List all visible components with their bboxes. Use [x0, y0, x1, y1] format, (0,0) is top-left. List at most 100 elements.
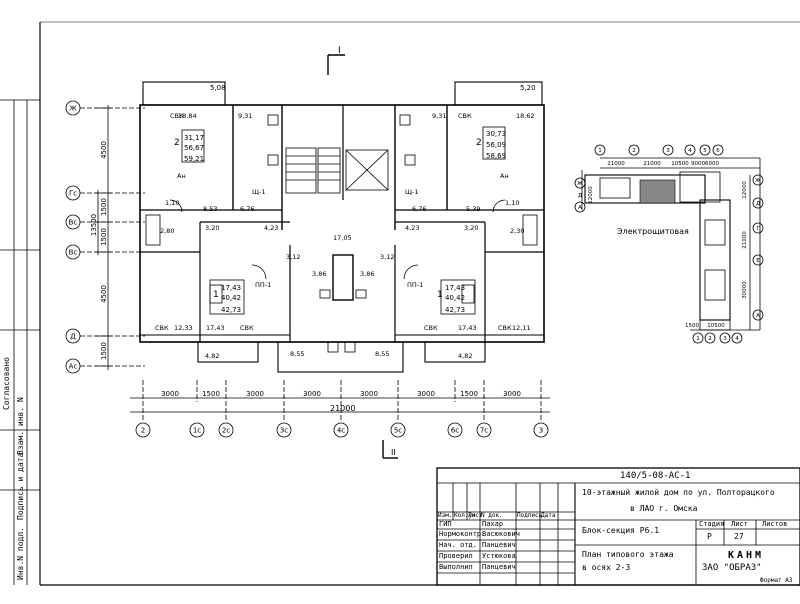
project-line-2: в ЛАО г. Омска [630, 504, 698, 513]
key-axis-left-1: Д [578, 193, 583, 199]
dim-left-0: 4500 [100, 141, 108, 159]
dim-bottom-1: 1500 [202, 390, 220, 398]
dim-bottom-0: 3000 [161, 390, 179, 398]
sheet-label: Лист [731, 520, 748, 528]
tb-role: ГИП [439, 520, 452, 528]
key-axis-top-4: 5 [703, 148, 707, 154]
total-dimension: 21000 [330, 404, 355, 413]
room-label-30: 4,82 [458, 352, 472, 360]
room-label-27: СВК [498, 324, 512, 332]
room-label-18: 3,12 [380, 253, 394, 261]
room-label-7: 6,76 [240, 205, 254, 213]
dim-left-3: 13500 [90, 214, 98, 236]
room-label-8: 6,76 [412, 205, 426, 213]
project-line-1: 10-этажный жилой дом по ул. Полторацкого [582, 488, 775, 497]
axis-left-4: Д [70, 333, 76, 341]
key-top-dim-4: 6000 [705, 161, 719, 167]
dim-left-2: 1500 [100, 228, 108, 246]
apt-br-b: 40,42 [445, 294, 465, 302]
stage-value: Р [707, 532, 712, 541]
room-label-4: СВК [458, 112, 472, 120]
key-right-dim-1: 21000 [742, 231, 748, 249]
tb-header-col: Дата [541, 512, 556, 519]
room-label-9: 5,39 [466, 205, 480, 213]
tb-role: Нормоконтр. [439, 530, 486, 538]
axis-left-0: Ж [69, 105, 77, 113]
tb-header-col: Изм. [438, 512, 453, 519]
key-top-dim-2: 10500 [671, 161, 689, 167]
dim-bottom-4: 3000 [360, 390, 378, 398]
key-axis-bottom-2: 3 [723, 336, 727, 342]
room-label-25: СВК [424, 324, 438, 332]
key-axis-left-2: А [578, 205, 582, 211]
room-label-1: 18,84 [178, 112, 197, 120]
room-label-34: Ан [500, 172, 509, 180]
plan-labels: I II 5,08 5,20 21000 2 31,17 56,67 59,21… [174, 46, 689, 457]
key-axis-bottom-0: 1 [696, 336, 700, 342]
key-axis-top-1: 2 [632, 148, 636, 154]
apt-right-b: 56,09 [486, 141, 506, 149]
key-bottom-dim-1: 10500 [707, 323, 725, 329]
room-label-36: ПП-1 [407, 281, 423, 289]
room-label-28: 12,11 [512, 324, 531, 332]
inv-label: Инв.N подл. [16, 527, 25, 580]
balcony-area-right: 5,20 [520, 84, 536, 92]
axis-bottom-6: 6с [451, 427, 459, 435]
drawing-line-1: План типового этажа [582, 550, 674, 559]
dim-bottom-3: 3000 [303, 390, 321, 398]
tb-header-col: N док. [481, 512, 503, 519]
room-label-39: Щ-1 [252, 188, 266, 196]
room-label-23: 17,43 [206, 324, 225, 332]
room-label-20: 3,86 [360, 270, 374, 278]
room-label-15: 2,80 [160, 227, 174, 235]
room-label-14: 3,20 [464, 224, 478, 232]
sheet-value: 27 [734, 532, 744, 541]
key-axis-top-2: 3 [666, 148, 670, 154]
key-top-dim-1: 21000 [643, 161, 661, 167]
axis-left-1: Гс [69, 190, 77, 198]
section-mark-top: I [338, 46, 341, 56]
doc-code: 140/5-08-АС-1 [620, 471, 691, 481]
apt-bl-num: 1 [213, 290, 219, 300]
key-axis-top-3: 4 [688, 148, 692, 154]
tb-role: Проверил [439, 552, 473, 560]
key-right-dim-2: 12000 [742, 181, 748, 199]
tb-header-col: Подпись [517, 512, 543, 519]
room-label-6: 8,53 [203, 205, 217, 213]
key-axis-top-5: 6 [716, 148, 720, 154]
room-label-32: 8,55 [375, 350, 389, 358]
room-label-40: Щ-1 [405, 188, 419, 196]
sign-label: Подпись и дата [16, 452, 25, 520]
key-top-dim-0: 21000 [607, 161, 625, 167]
room-label-11: 4,23 [264, 224, 278, 232]
key-axis-left-0: Ж [577, 181, 583, 187]
tb-name: Панцевич [482, 563, 516, 571]
tb-name: Васюкович [482, 530, 520, 538]
axis-left-5: Ас [69, 363, 78, 371]
room-label-29: 4,82 [205, 352, 219, 360]
apt-bl-a: 17,43 [221, 284, 241, 292]
axis-bottom-7: 7с [480, 427, 488, 435]
key-axis-right-0: Ж [755, 178, 761, 184]
room-label-5: 18,62 [516, 112, 535, 120]
apt-bl-c: 42,73 [221, 306, 241, 314]
room-label-37: 1,10 [165, 199, 179, 207]
room-label-33: Ан [177, 172, 186, 180]
apt-left-b: 56,67 [184, 144, 204, 152]
apt-right-num: 2 [476, 138, 482, 148]
key-axis-bottom-3: 4 [735, 336, 739, 342]
section-name: Блок-секция Р6.1 [582, 526, 660, 535]
axis-bottom-5: 5с [394, 427, 402, 435]
room-label-24: СВК [240, 324, 254, 332]
room-label-35: ПП-1 [255, 281, 271, 289]
tb-role: Выполнил [439, 563, 473, 571]
room-label-26: 17,43 [458, 324, 477, 332]
axis-bottom-3: 3с [280, 427, 288, 435]
stage-label: Стадия [699, 520, 725, 528]
key-top-dim-3: 9000 [691, 161, 705, 167]
tb-name: Устюкова [482, 552, 516, 560]
axis-bottom-0: 2 [141, 427, 145, 435]
org-logo-line-1: КАНМ [728, 550, 765, 561]
axis-bottom-1: 1с [193, 427, 201, 435]
